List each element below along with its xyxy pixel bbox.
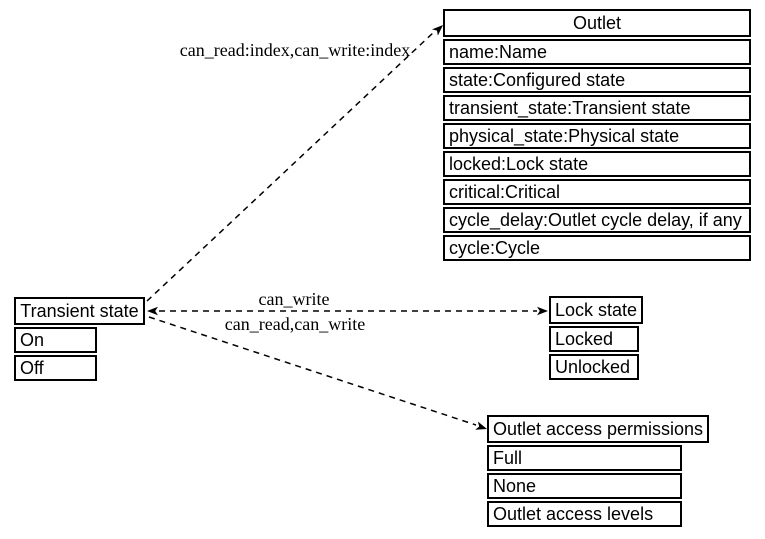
outlet-access-value-none: None (487, 473, 682, 499)
outlet-title-cell: Outlet (443, 9, 751, 37)
edge-label-can-read-write-index: can_read:index,can_write:index (179, 40, 411, 60)
arrowhead-into-outlet-access (475, 421, 487, 430)
outlet-access-title-cell: Outlet access permissions (487, 415, 709, 443)
edge-label-can-write: can_write (258, 289, 330, 309)
outlet-field-transient-state: transient_state:Transient state (443, 95, 751, 121)
lock-state-value-locked: Locked (549, 326, 639, 352)
transient-state-value-on: On (14, 327, 97, 353)
outlet-field-name: name:Name (443, 39, 751, 65)
edge-transient-to-outlet-access (148, 316, 487, 430)
edge-transient-to-outlet-line (146, 31, 435, 302)
outlet-field-critical: critical:Critical (443, 179, 751, 205)
arrowhead-into-transient-state (147, 306, 158, 316)
arrowhead-into-lock-state (537, 306, 548, 316)
arrowhead-into-outlet (432, 25, 443, 36)
lock-state-value-unlocked: Unlocked (549, 354, 639, 380)
edge-transient-to-outlet (146, 25, 443, 302)
outlet-field-state: state:Configured state (443, 67, 751, 93)
edge-label-can-read-can-write: can_read,can_write (224, 314, 366, 334)
transient-state-value-off: Off (14, 355, 97, 381)
outlet-field-physical-state: physical_state:Physical state (443, 123, 751, 149)
outlet-field-cycle: cycle:Cycle (443, 235, 751, 261)
edge-transient-to-outlet-access-line (148, 316, 477, 426)
outlet-access-value-levels: Outlet access levels (487, 501, 682, 527)
lock-state-title-cell: Lock state (549, 296, 643, 324)
outlet-field-locked: locked:Lock state (443, 151, 751, 177)
transient-state-title-cell: Transient state (14, 297, 145, 325)
outlet-field-cycle-delay: cycle_delay:Outlet cycle delay, if any (443, 207, 751, 233)
edge-transient-to-lock-state (147, 306, 548, 316)
outlet-access-value-full: Full (487, 445, 682, 471)
